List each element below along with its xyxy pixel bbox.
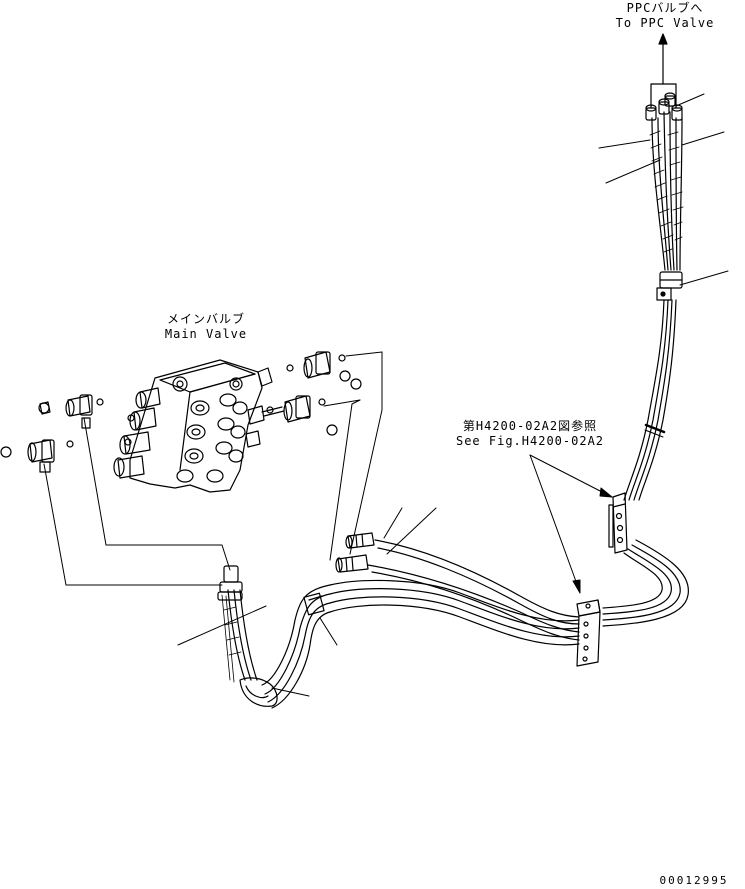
connection-lines bbox=[43, 351, 383, 586]
leader-lines-center bbox=[177, 507, 437, 697]
main-valve-label-jp: メインバルブ bbox=[166, 312, 245, 326]
lower-hose-bracket bbox=[576, 599, 601, 667]
see-fig-arrows bbox=[529, 454, 613, 594]
see-fig-label-en: See Fig.H4200-02A2 bbox=[455, 434, 605, 448]
drawing-number: 00012995 bbox=[659, 874, 729, 887]
tee-fittings bbox=[39, 417, 91, 473]
left-hose-run bbox=[221, 589, 278, 707]
ppc-hose-bundle bbox=[649, 111, 684, 271]
main-valve-body bbox=[113, 359, 285, 493]
left-hose-fitting bbox=[217, 565, 243, 601]
ppc-direction-arrow bbox=[650, 33, 677, 109]
main-hose-bundle bbox=[329, 539, 580, 646]
leader-lines-ppc bbox=[598, 93, 729, 286]
ppc-valve-label-jp: PPCバルブへ bbox=[626, 1, 704, 15]
ppc-hose-fittings bbox=[645, 92, 683, 121]
hose-end-fittings bbox=[335, 532, 375, 573]
valve-fittings-right bbox=[266, 351, 362, 436]
see-fig-label-jp: 第H4200-02A2図参照 bbox=[462, 419, 598, 433]
hose-sweep-right bbox=[602, 539, 689, 627]
ppc-hose-run bbox=[623, 299, 677, 501]
ppc-hose-clamp bbox=[656, 271, 683, 301]
valve-fittings-left bbox=[0, 394, 104, 463]
ppc-valve-label-en: To PPC Valve bbox=[615, 16, 715, 30]
hose-sweep-left bbox=[261, 584, 331, 709]
main-valve-label-en: Main Valve bbox=[164, 327, 248, 341]
upper-hose-bracket bbox=[608, 492, 628, 554]
